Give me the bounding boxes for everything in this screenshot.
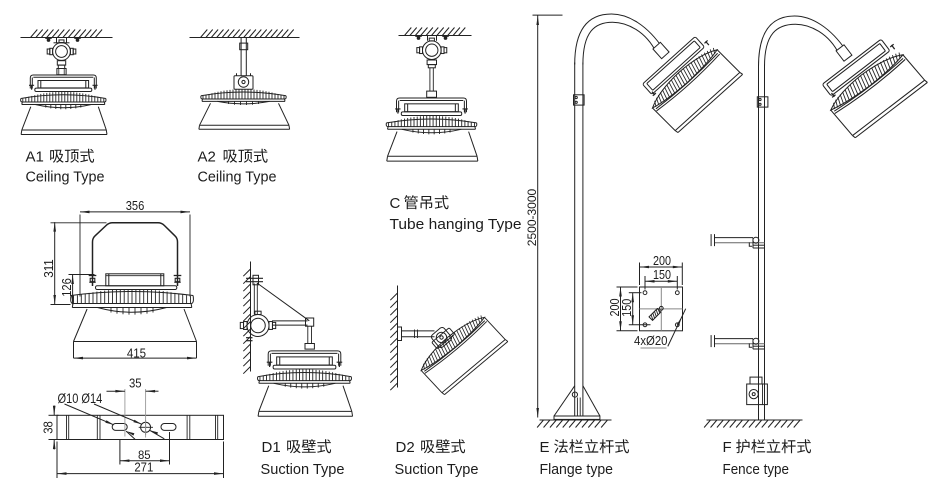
svg-text:A1: A1 bbox=[26, 149, 44, 166]
svg-text:35: 35 bbox=[129, 377, 142, 391]
svg-text:E: E bbox=[540, 439, 550, 456]
svg-text:C: C bbox=[390, 195, 401, 212]
svg-text:200: 200 bbox=[653, 254, 671, 268]
svg-text:Ø10 Ø14: Ø10 Ø14 bbox=[58, 391, 103, 406]
svg-text:150: 150 bbox=[620, 299, 634, 317]
svg-text:4xØ20: 4xØ20 bbox=[634, 333, 668, 348]
svg-text:2500-3000: 2500-3000 bbox=[525, 188, 539, 246]
svg-text:Flange type: Flange type bbox=[540, 461, 614, 478]
svg-text:150: 150 bbox=[653, 268, 671, 282]
svg-text:200: 200 bbox=[608, 298, 622, 316]
svg-text:Fence type: Fence type bbox=[723, 461, 790, 478]
svg-text:Suction Type: Suction Type bbox=[395, 461, 479, 478]
svg-text:38: 38 bbox=[42, 421, 56, 434]
svg-text:Tube hanging Type: Tube hanging Type bbox=[390, 216, 522, 233]
svg-text:126: 126 bbox=[59, 278, 74, 297]
svg-text:271: 271 bbox=[134, 461, 153, 475]
svg-text:D1: D1 bbox=[262, 439, 281, 456]
svg-text:F: F bbox=[723, 439, 732, 456]
svg-text:311: 311 bbox=[41, 259, 56, 278]
svg-text:415: 415 bbox=[127, 346, 146, 361]
svg-text:Ceiling Type: Ceiling Type bbox=[26, 169, 105, 186]
svg-text:356: 356 bbox=[126, 198, 145, 213]
svg-text:Ceiling Type: Ceiling Type bbox=[198, 169, 277, 186]
svg-text:D2: D2 bbox=[396, 439, 415, 456]
svg-text:A2: A2 bbox=[198, 149, 216, 166]
svg-text:Suction Type: Suction Type bbox=[261, 461, 345, 478]
svg-text:85: 85 bbox=[138, 448, 151, 462]
